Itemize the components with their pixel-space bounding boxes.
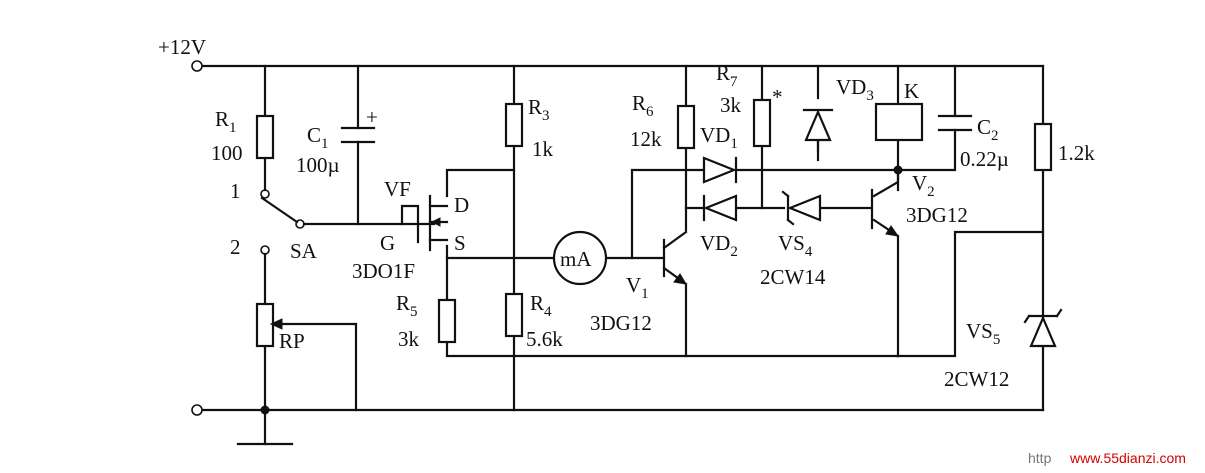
label-r4: R4 (530, 291, 552, 320)
label-vs5: VS5 (966, 319, 1000, 348)
label-vs4: VS4 (778, 231, 813, 260)
label-c1-value: 100µ (296, 153, 340, 177)
label-r5-value: 3k (398, 327, 420, 351)
label-vs4-type: 2CW14 (760, 265, 826, 289)
resistor-r6 (676, 104, 696, 150)
diode-vd1 (702, 156, 738, 184)
label-meter: mA (560, 247, 592, 271)
relay-junction-dot (893, 165, 903, 175)
resistor-1-2k (1033, 122, 1053, 172)
capacitor-c1 (340, 126, 376, 144)
label-r1: R1 (215, 107, 237, 136)
label-c1: C1 (307, 123, 329, 152)
label-vd1: VD1 (700, 123, 738, 152)
zener-vs4 (781, 190, 822, 226)
label-v1-type: 3DG12 (590, 311, 652, 335)
label-sa-pos1: 1 (230, 179, 241, 203)
label-r1-value: 100 (211, 141, 243, 165)
zener-vs5 (1023, 308, 1063, 348)
capacitor-c2 (937, 114, 973, 132)
mosfet-vf (400, 194, 449, 252)
label-r4-value: 5.6k (526, 327, 563, 351)
switch-sa (260, 189, 305, 255)
label-vd2: VD2 (700, 231, 738, 260)
potentiometer-rp (255, 302, 283, 348)
label-relay-k: K (904, 79, 919, 103)
label-rp: RP (279, 329, 305, 353)
label-12v: +12V (158, 35, 206, 59)
transistor-v2-emitter-arrow (885, 225, 900, 237)
resistor-r4 (504, 292, 524, 338)
watermark-prefix: http (1028, 450, 1052, 466)
ground-junction-dot (260, 405, 270, 415)
label-r5: R5 (396, 291, 418, 320)
watermark-site: www.55dianzi.com (1069, 450, 1186, 466)
diode-vd3 (802, 108, 834, 152)
label-r7: R7 (716, 61, 738, 90)
label-c1-plus: + (366, 105, 378, 129)
terminal-ground (191, 404, 203, 416)
label-right-resistor: 1.2k (1058, 141, 1095, 165)
label-r6-value: 12k (630, 127, 662, 151)
label-vd3: VD3 (836, 75, 874, 104)
label-r3: R3 (528, 95, 550, 124)
relay-k (874, 102, 924, 142)
label-vf-type: 3DO1F (352, 259, 415, 283)
terminals (191, 60, 903, 416)
label-v2-type: 3DG12 (906, 203, 968, 227)
label-c2-value: 0.22µ (960, 147, 1009, 171)
watermark: http www.55dianzi.com (1028, 450, 1186, 466)
label-sa-pos2: 2 (230, 235, 241, 259)
label-c2: C2 (977, 115, 999, 144)
resistor-r5 (437, 298, 457, 344)
label-sa: SA (290, 239, 318, 263)
label-r7-asterisk: * (772, 85, 783, 109)
resistor-r1 (255, 114, 275, 160)
label-r7-value: 3k (720, 93, 742, 117)
label-drain: D (454, 193, 469, 217)
label-v2: V2 (912, 171, 935, 200)
label-r6: R6 (632, 91, 654, 120)
terminal-12v (191, 60, 203, 72)
label-source: S (454, 231, 466, 255)
milliammeter (552, 230, 608, 286)
label-gate: G (380, 231, 395, 255)
resistor-r7 (752, 98, 772, 148)
labels: +12V R1 100 C1 100µ + 1 2 SA VF D G S 3D… (158, 35, 1095, 391)
label-vs5-type: 2CW12 (944, 367, 1009, 391)
resistor-r3 (504, 102, 524, 148)
label-r3-value: 1k (532, 137, 554, 161)
transistor-v1-emitter-arrow (673, 273, 687, 285)
label-v1: V1 (626, 273, 649, 302)
diode-vd2 (702, 194, 738, 222)
label-vf: VF (384, 177, 411, 201)
